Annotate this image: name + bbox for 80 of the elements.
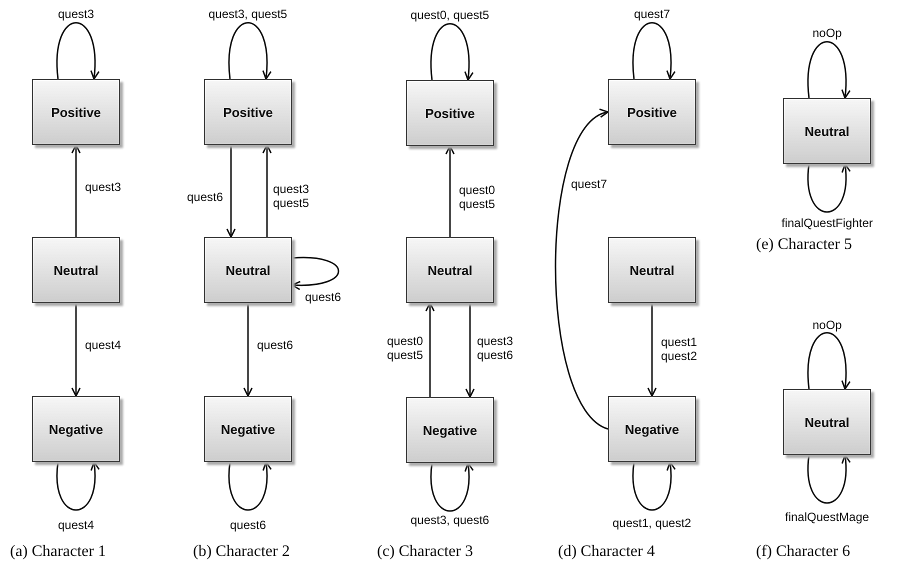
transition-arrow <box>262 144 272 237</box>
self-loop-arrow <box>632 22 676 80</box>
edge-label: quest1 quest2 <box>660 335 698 363</box>
edge-label: quest3 <box>57 7 96 21</box>
subfigure-caption: (b) Character 2 <box>193 543 290 561</box>
state-box <box>608 79 696 145</box>
self-loop-arrow <box>430 23 474 81</box>
self-loop-arrow <box>228 461 272 511</box>
state-box <box>608 396 696 462</box>
transition-arrow <box>465 303 475 398</box>
state-box <box>204 79 292 145</box>
self-loop-arrow <box>56 461 100 511</box>
state-name: Positive <box>51 104 101 120</box>
transition-arrow <box>554 111 609 430</box>
state-name: Positive <box>627 104 677 120</box>
edge-label: quest7 <box>570 177 608 191</box>
edge-label: quest3, quest5 <box>208 7 288 21</box>
state-name: Neutral <box>804 414 850 430</box>
state-box <box>32 237 120 303</box>
edge-label: quest0, quest5 <box>410 8 490 22</box>
edge-label: quest0 quest5 <box>458 183 496 211</box>
transition-arrow <box>71 303 81 397</box>
edge-label: quest6 <box>256 338 294 352</box>
self-loop-arrow <box>228 22 272 80</box>
edge-label: noOp <box>812 318 843 332</box>
edge-label: quest3 quest6 <box>476 334 514 362</box>
edge-label: finalQuestMage <box>784 510 870 524</box>
edge-label: quest6 <box>186 190 224 204</box>
transition-arrow <box>71 144 81 237</box>
edge-label: quest0 quest5 <box>386 334 424 362</box>
transition-arrow <box>445 145 455 237</box>
edge-label: noOp <box>812 26 843 40</box>
self-loop-arrow <box>807 41 850 99</box>
state-name: Negative <box>624 422 680 436</box>
self-loop-arrow <box>807 454 850 504</box>
edge-label: finalQuestFighter <box>780 216 874 230</box>
edge-label: quest4 <box>57 518 96 532</box>
subfigure-caption: (f) Character 6 <box>756 543 850 561</box>
edge-label: quest1, quest2 <box>612 516 692 530</box>
state-box <box>204 237 292 303</box>
subfigure-caption: (a) Character 1 <box>10 543 106 561</box>
self-loop-arrow <box>291 256 340 290</box>
self-loop-arrow <box>632 461 676 511</box>
state-name: Negative <box>220 422 276 436</box>
self-loop-arrow <box>807 332 850 390</box>
state-box <box>608 237 696 303</box>
state-name: Neutral <box>630 262 674 278</box>
transition-arrow <box>243 303 253 397</box>
self-loop-arrow <box>430 462 474 512</box>
state-box <box>204 396 292 462</box>
state-name: Negative <box>48 422 104 436</box>
state-box <box>32 79 120 145</box>
edge-label: quest6 <box>229 518 268 532</box>
edge-label: quest3 <box>84 180 122 194</box>
state-name: Neutral <box>804 124 850 138</box>
state-box <box>32 396 120 462</box>
edge-label: quest6 <box>304 290 342 304</box>
state-name: Neutral <box>54 262 98 278</box>
state-box <box>406 397 494 463</box>
edge-label: quest4 <box>84 338 122 352</box>
state-box <box>406 237 494 303</box>
transition-arrow <box>647 303 657 397</box>
transition-arrow <box>226 145 236 238</box>
state-name: Positive <box>223 104 273 120</box>
edge-label: quest3, quest6 <box>410 513 490 527</box>
transition-arrow <box>425 302 435 397</box>
self-loop-arrow <box>807 163 850 213</box>
state-box <box>406 80 494 146</box>
self-loop-arrow <box>56 22 100 80</box>
state-box <box>783 98 871 164</box>
subfigure-caption: (d) Character 4 <box>558 543 655 561</box>
edge-label: quest7 <box>633 7 672 21</box>
subfigure-caption: (e) Character 5 <box>756 236 852 254</box>
state-name: Neutral <box>226 262 270 278</box>
subfigure-caption: (c) Character 3 <box>377 543 473 561</box>
state-name: Positive <box>425 106 475 120</box>
state-name: Neutral <box>428 262 472 278</box>
edge-label: quest3 quest5 <box>272 182 310 210</box>
state-box <box>783 389 871 455</box>
state-name: Negative <box>422 422 478 438</box>
